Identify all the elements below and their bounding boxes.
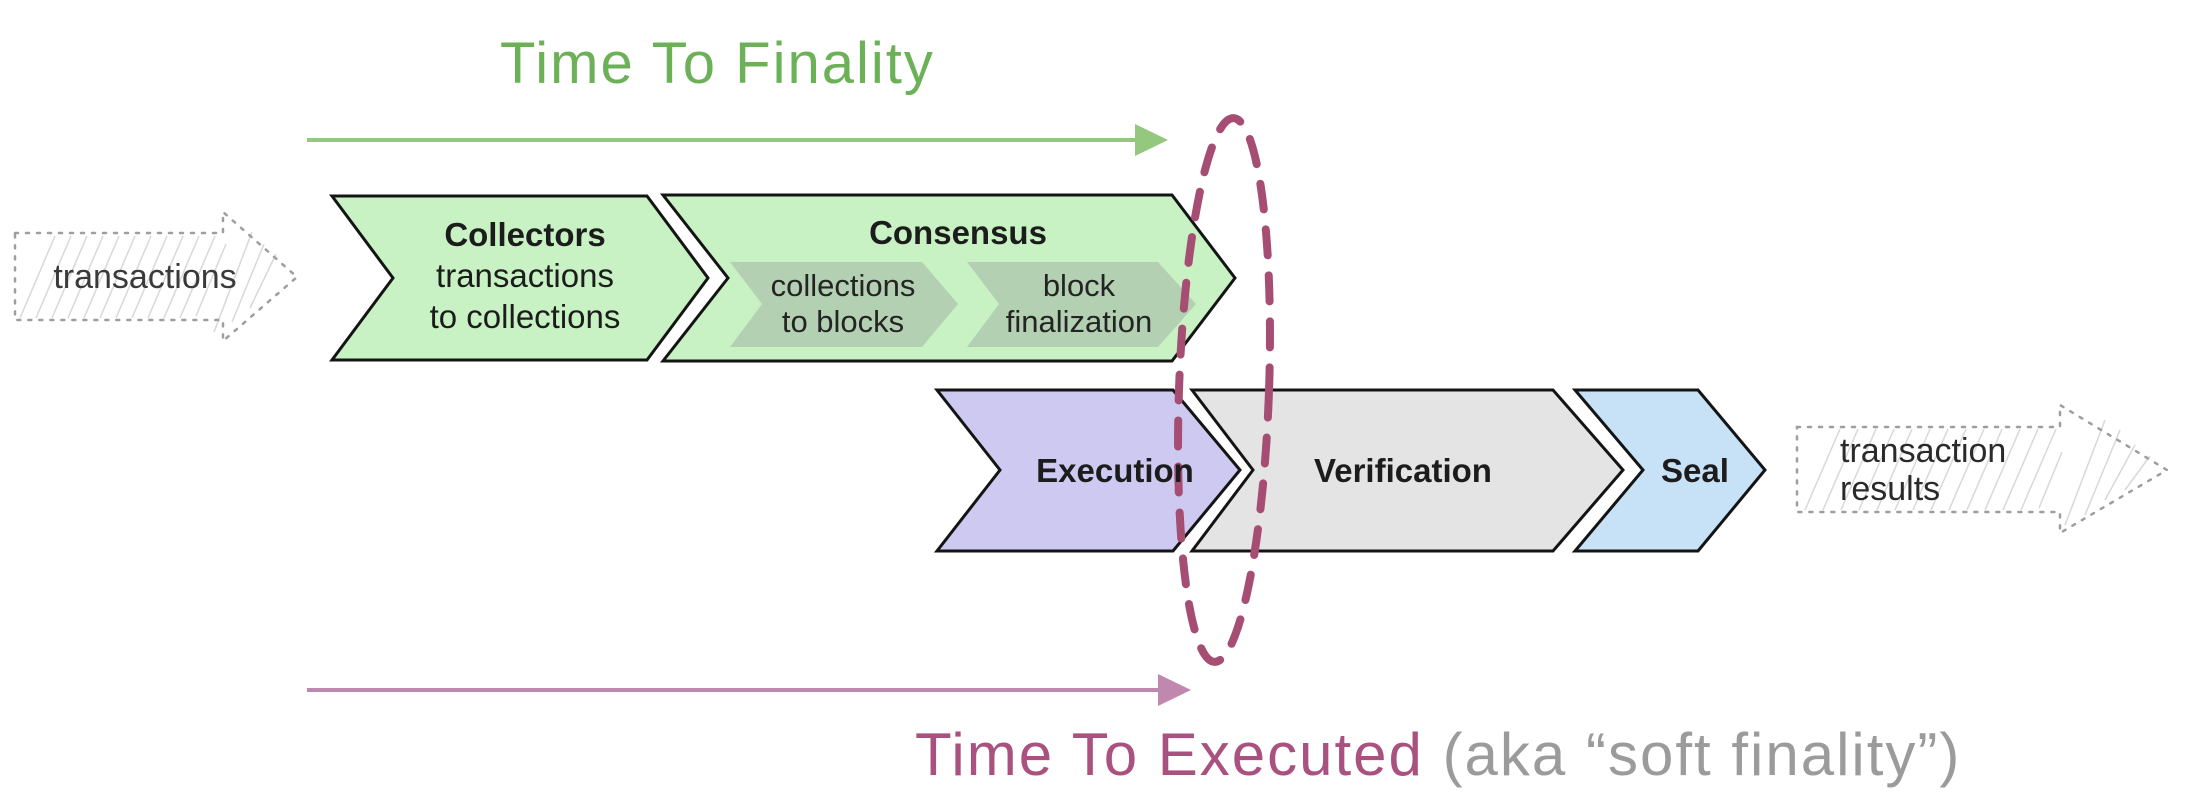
consensus-title: Consensus [869,214,1047,251]
executed-arrow [307,674,1191,706]
soft-finality-suffix: (aka “soft finality”) [1423,721,1962,788]
input-transactions-label: transactions [53,258,237,296]
seal-chevron [1571,388,1767,553]
block-finalization-line2: finalization [1005,304,1153,339]
collections-to-blocks-label: collections to blocks [732,268,954,340]
input-arrow-outline [13,209,299,344]
block-finalization-line1: block [1042,268,1116,303]
time-to-finality-title: Time To Finality [500,31,935,96]
consensus-sub-chevron-block-finalization [967,262,1196,347]
time-to-executed-title: Time To Executed (aka “soft finality”) [915,720,1961,789]
output-arrow-hatch [1804,419,2151,526]
seal-label: Seal [1661,452,1729,489]
execution-chevron [933,388,1242,553]
verification-chevron [1188,388,1625,553]
soft-finality-ellipse [1174,114,1274,666]
collections-to-blocks-line2: to blocks [781,304,905,339]
time-to-executed-text: Time To Executed [915,721,1424,788]
output-results-label: transaction results [1840,432,2100,508]
output-results-line2: results [1840,470,1941,508]
execution-label: Execution [1036,452,1194,489]
collections-to-blocks-line1: collections [770,268,916,303]
input-arrow-hatch [19,231,277,333]
collectors-chevron [329,194,710,362]
input-transactions-arrow [13,209,299,344]
collectors-title: Collectors [444,216,606,253]
collectors-line2: to collections [429,298,621,335]
block-finalization-label: block finalization [967,268,1191,340]
consensus-sub-chevron-collections-to-blocks [730,262,958,347]
output-results-line1: transaction [1840,432,2007,470]
executed-arrowhead [1158,674,1191,706]
finality-arrowhead [1135,124,1168,156]
collectors-line1: transactions [436,257,614,294]
verification-label: Verification [1314,452,1492,489]
output-arrow-outline [1795,402,2170,536]
output-results-arrow [1795,402,2170,536]
finality-arrow [307,124,1168,156]
collectors-label: Collectors transactions to collections [340,214,710,337]
